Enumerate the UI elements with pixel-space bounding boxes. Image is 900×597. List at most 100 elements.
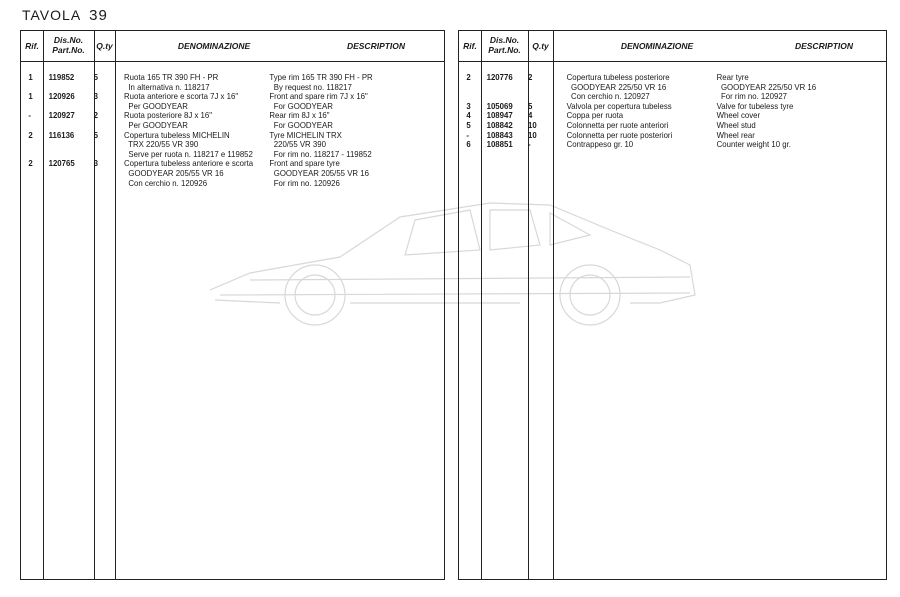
description-line: For GOODYEAR [269, 100, 333, 111]
header-denominazione: DENOMINAZIONE [620, 41, 694, 51]
column-divider [553, 31, 554, 579]
rif-cell: 3 [466, 100, 471, 111]
description-line: For rim no. 118217 - 119852 [269, 148, 372, 159]
description-line: GOODYEAR 225/50 VR 16 [716, 81, 817, 92]
description-line: Wheel cover [716, 110, 761, 121]
column-divider [43, 31, 44, 579]
description-line: Type rim 165 TR 390 FH - PR [269, 72, 373, 82]
column-divider [528, 31, 529, 579]
header-qty: Q.ty [532, 41, 549, 51]
denominazione-line: Copertura tubeless MICHELIN [124, 129, 230, 140]
table-header: Rif. Dis.No.Part.No. Q.ty DENOMINAZIONE DESC… [459, 31, 886, 62]
denominazione-line: Serve per ruota n. 118217 e 119852 [124, 148, 253, 159]
rif-cell: 2 [28, 158, 33, 169]
rif-cell: - [28, 110, 31, 121]
denominazione-line: Ruota 165 TR 390 FH - PR [124, 72, 219, 82]
column-divider [94, 31, 95, 579]
denominazione-line: In alternativa n. 118217 [124, 81, 210, 92]
header-part: Dis.No.Part.No. [481, 35, 528, 55]
denominazione-line: Con cerchio n. 120926 [124, 177, 208, 188]
header-dis-no: Dis.No. [53, 35, 84, 45]
denominazione-line: GOODYEAR 205/55 VR 16 [124, 167, 224, 178]
qty-cell: 4 [528, 110, 533, 121]
denominazione-line: GOODYEAR 225/50 VR 16 [566, 81, 667, 92]
part-number-cell: 116136 [48, 129, 75, 140]
part-number-cell: 120927 [48, 110, 75, 121]
column-divider [481, 31, 482, 579]
rif-cell: 1 [28, 91, 33, 102]
header-denominazione: DENOMINAZIONE [177, 41, 251, 51]
part-number-cell: 108947 [486, 110, 513, 121]
rif-cell: 1 [28, 72, 33, 82]
denominazione-line: Colonnetta per ruote posteriori [566, 129, 673, 140]
denominazione-line: Copertura tubeless posteriore [566, 72, 670, 82]
description-line: Front and spare tyre [269, 158, 340, 169]
header-part: Dis.No.Part.No. [43, 35, 94, 55]
description-line: Front and spare rim 7J x 16" [269, 91, 368, 102]
description-line: Valve for tubeless tyre [716, 100, 794, 111]
rif-cell: 5 [466, 120, 471, 130]
denominazione-line: Con cerchio n. 120927 [566, 91, 650, 102]
table-row: 5 108842 10 Colonnetta per ruote anteriori W… [459, 120, 852, 131]
denominazione-line: TRX 220/55 VR 390 [124, 139, 199, 150]
header-dis-no: Dis.No. [489, 35, 520, 45]
header-part-no: Part.No. [488, 45, 521, 55]
part-number-cell: 120765 [48, 158, 75, 169]
header-rif: Rif. [463, 41, 477, 51]
qty-cell: 5 [528, 100, 533, 111]
qty-cell: - [528, 139, 531, 150]
rif-cell: 2 [466, 72, 471, 82]
qty-cell: 10 [528, 120, 537, 130]
qty-cell: 3 [93, 91, 99, 102]
page-title: TAVOLA 39 [22, 7, 108, 24]
qty-cell: 2 [528, 72, 533, 82]
rif-cell: 6 [466, 139, 471, 150]
qty-cell: 2 [93, 110, 99, 121]
description-line: Rear tyre [716, 72, 749, 82]
denominazione-line: Contrappeso gr. 10 [566, 139, 634, 150]
description-line: For rim no. 120926 [269, 177, 340, 188]
header-description: DESCRIPTION [346, 41, 406, 51]
description-line: Wheel rear [716, 129, 755, 140]
description-line: Tyre MICHELIN TRX [269, 129, 342, 140]
header-description: DESCRIPTION [794, 41, 854, 51]
header-qty: Q.ty [96, 41, 113, 51]
table-number: 39 [89, 7, 108, 24]
parts-table-right: Rif. Dis.No.Part.No. Q.ty DENOMINAZIONE DESC… [458, 30, 887, 580]
title-label: TAVOLA [22, 7, 82, 23]
column-divider [115, 31, 116, 579]
description-line: For GOODYEAR [269, 119, 333, 130]
denominazione-line: Copertura tubeless anteriore e scorta [124, 158, 254, 169]
description-line: For rim no. 120927 [716, 91, 788, 102]
denominazione-line: Valvola per copertura tubeless [566, 100, 672, 111]
description-line: Wheel stud [716, 120, 756, 130]
header-rif: Rif. [25, 41, 39, 51]
table-row: 2 116136 5 Copertura tubeless MICHELIN TRX … [21, 129, 410, 160]
description-line: GOODYEAR 205/55 VR 16 [269, 167, 369, 178]
rif-cell: 4 [466, 110, 471, 121]
part-number-cell: 120926 [48, 91, 75, 102]
denominazione-line: Colonnetta per ruote anteriori [566, 120, 669, 130]
part-number-cell: 108842 [486, 120, 513, 130]
description-line: By request no. 118217 [269, 81, 352, 92]
part-number-cell: 119852 [48, 72, 75, 82]
qty-cell: 5 [93, 129, 99, 140]
part-number-cell: 108843 [486, 129, 513, 140]
car-illustration [209, 202, 696, 326]
description-line: 220/55 VR 390 [269, 139, 326, 150]
denominazione-line: Per GOODYEAR [124, 100, 188, 111]
header-part-no: Part.No. [52, 45, 85, 55]
rif-cell: 2 [28, 129, 33, 140]
part-number-cell: 108851 [486, 139, 513, 150]
